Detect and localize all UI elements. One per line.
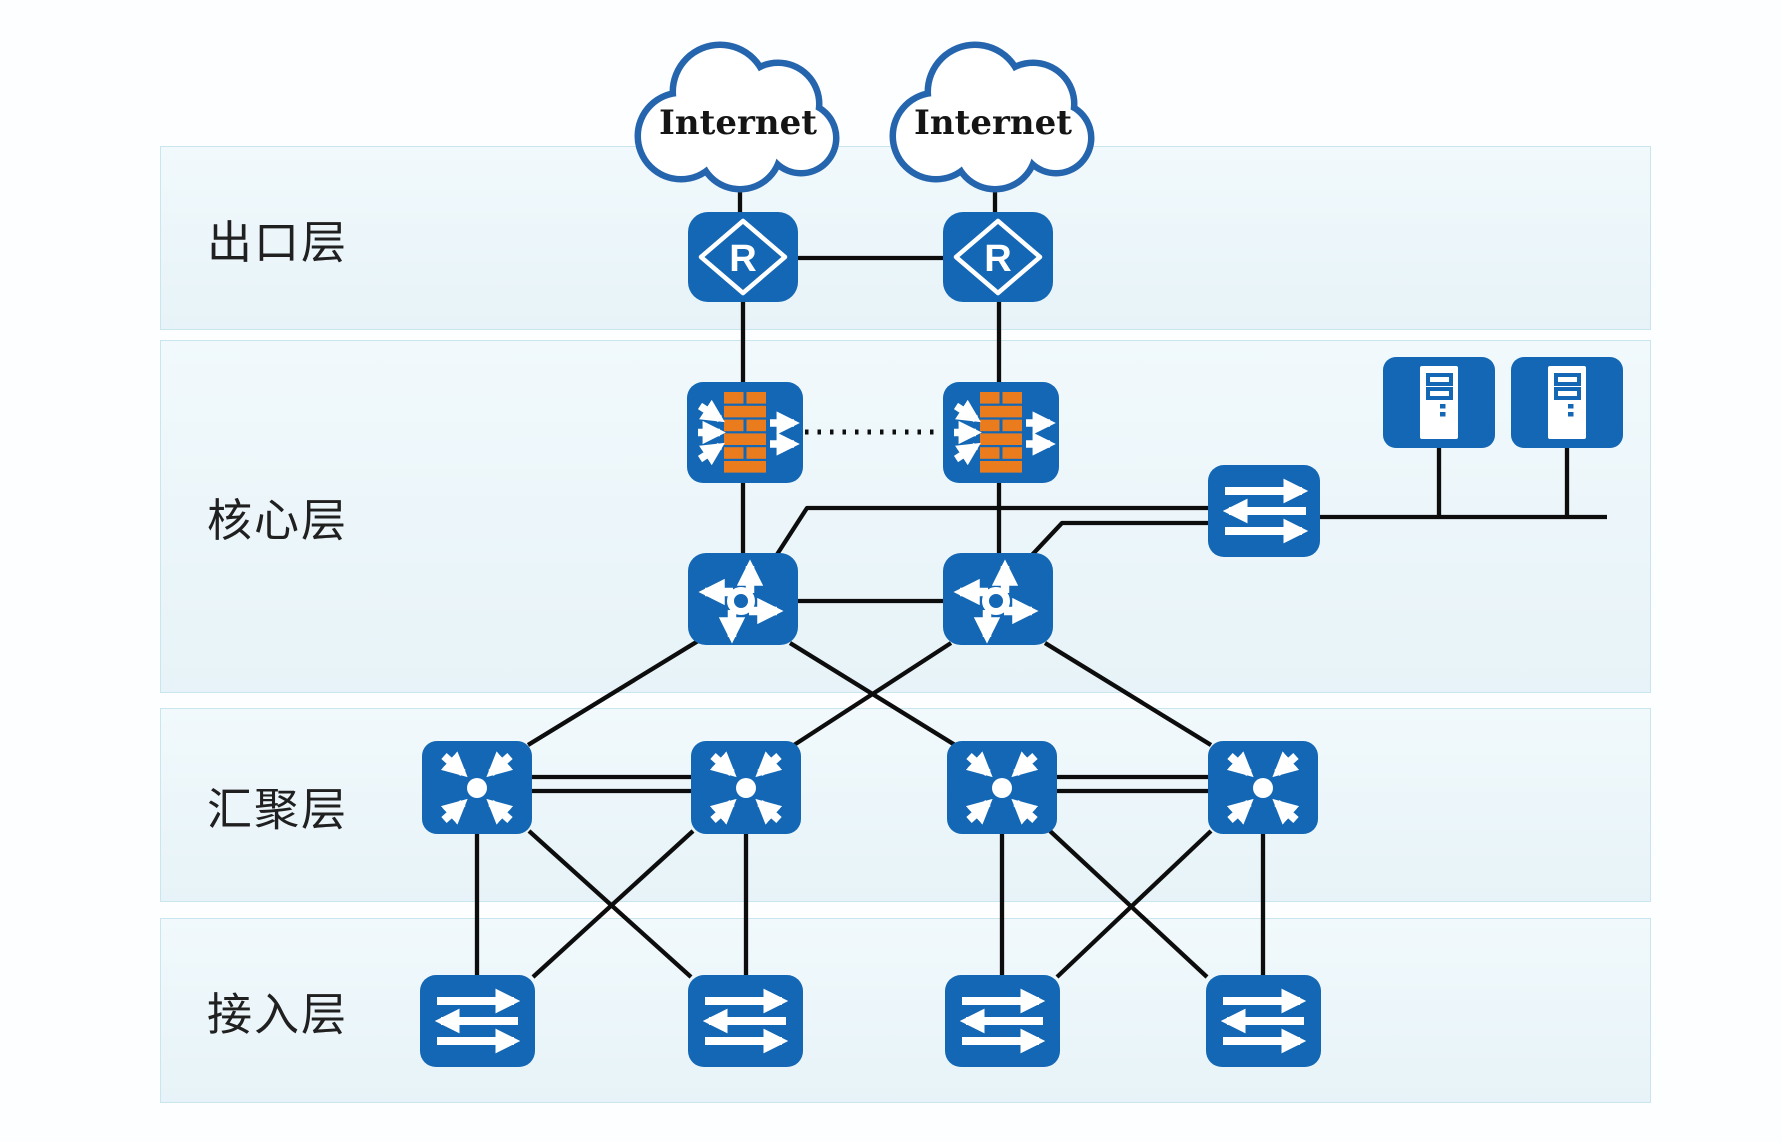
layer-label-aggregation: 汇聚层 xyxy=(207,783,349,835)
internet-cloud-label: Internet xyxy=(914,103,1072,143)
agg-switch-1 xyxy=(422,741,532,834)
aggregation-switch-icon xyxy=(422,741,532,834)
layer2-switch-icon xyxy=(420,975,535,1067)
server-switch xyxy=(1208,465,1320,557)
firewall-icon xyxy=(687,382,803,483)
layer-band-egress: 出口层 xyxy=(160,146,1651,330)
agg-switch-2 xyxy=(691,741,801,834)
internet-cloud-1: Internet xyxy=(634,41,840,193)
link-core2-agg4 xyxy=(1043,641,1213,747)
link-agg3-access4 xyxy=(1048,829,1209,979)
router-letter: R xyxy=(729,238,756,280)
layer-label-core: 核心层 xyxy=(207,495,349,546)
layer2-switch-icon xyxy=(1206,975,1321,1067)
link-core1-agg1 xyxy=(526,639,700,747)
server-2 xyxy=(1511,357,1623,448)
layer-band-access: 接入层 xyxy=(160,918,1651,1103)
access-switch-3 xyxy=(945,975,1060,1067)
firewall-2 xyxy=(943,382,1059,483)
access-switch-2 xyxy=(688,975,803,1067)
layer3-switch-icon xyxy=(688,553,798,645)
aggregation-switch-icon xyxy=(1208,741,1318,834)
aggregation-switch-icon xyxy=(947,741,1057,834)
core-switch-1 xyxy=(688,553,798,645)
router-icon: R xyxy=(943,212,1053,302)
internet-clouds: Internet Internet xyxy=(634,41,1095,193)
server-icon xyxy=(1383,357,1495,448)
agg-switch-4 xyxy=(1208,741,1318,834)
link-core2-server-switch xyxy=(1029,520,1212,558)
server-1 xyxy=(1383,357,1495,448)
router-2: R xyxy=(943,212,1053,302)
access-switch-1 xyxy=(420,975,535,1067)
core-switch-2 xyxy=(943,553,1053,645)
layer2-switch-icon xyxy=(688,975,803,1067)
layer-band-aggregation: 汇聚层 xyxy=(160,708,1651,902)
layer2-switch-icon xyxy=(945,975,1060,1067)
link-agg4-access3 xyxy=(1055,829,1213,979)
router-1: R xyxy=(688,212,798,302)
agg-switch-3 xyxy=(947,741,1057,834)
layer-label-access: 接入层 xyxy=(207,989,349,1040)
layer2-switch-icon xyxy=(1208,465,1320,557)
internet-cloud-label: Internet xyxy=(659,103,817,143)
link-core1-server-switch xyxy=(774,505,1212,558)
internet-cloud-2: Internet xyxy=(889,41,1095,193)
layer3-switch-icon xyxy=(943,553,1053,645)
router-letter: R xyxy=(984,238,1011,280)
link-core2-agg2 xyxy=(792,641,953,747)
firewall-icon xyxy=(943,382,1059,483)
layer-label-egress: 出口层 xyxy=(207,216,349,268)
link-agg2-access1 xyxy=(531,829,695,979)
server-icon xyxy=(1511,357,1623,448)
router-icon: R xyxy=(688,212,798,302)
aggregation-switch-icon xyxy=(691,741,801,834)
firewall-1 xyxy=(687,382,803,483)
access-switch-4 xyxy=(1206,975,1321,1067)
